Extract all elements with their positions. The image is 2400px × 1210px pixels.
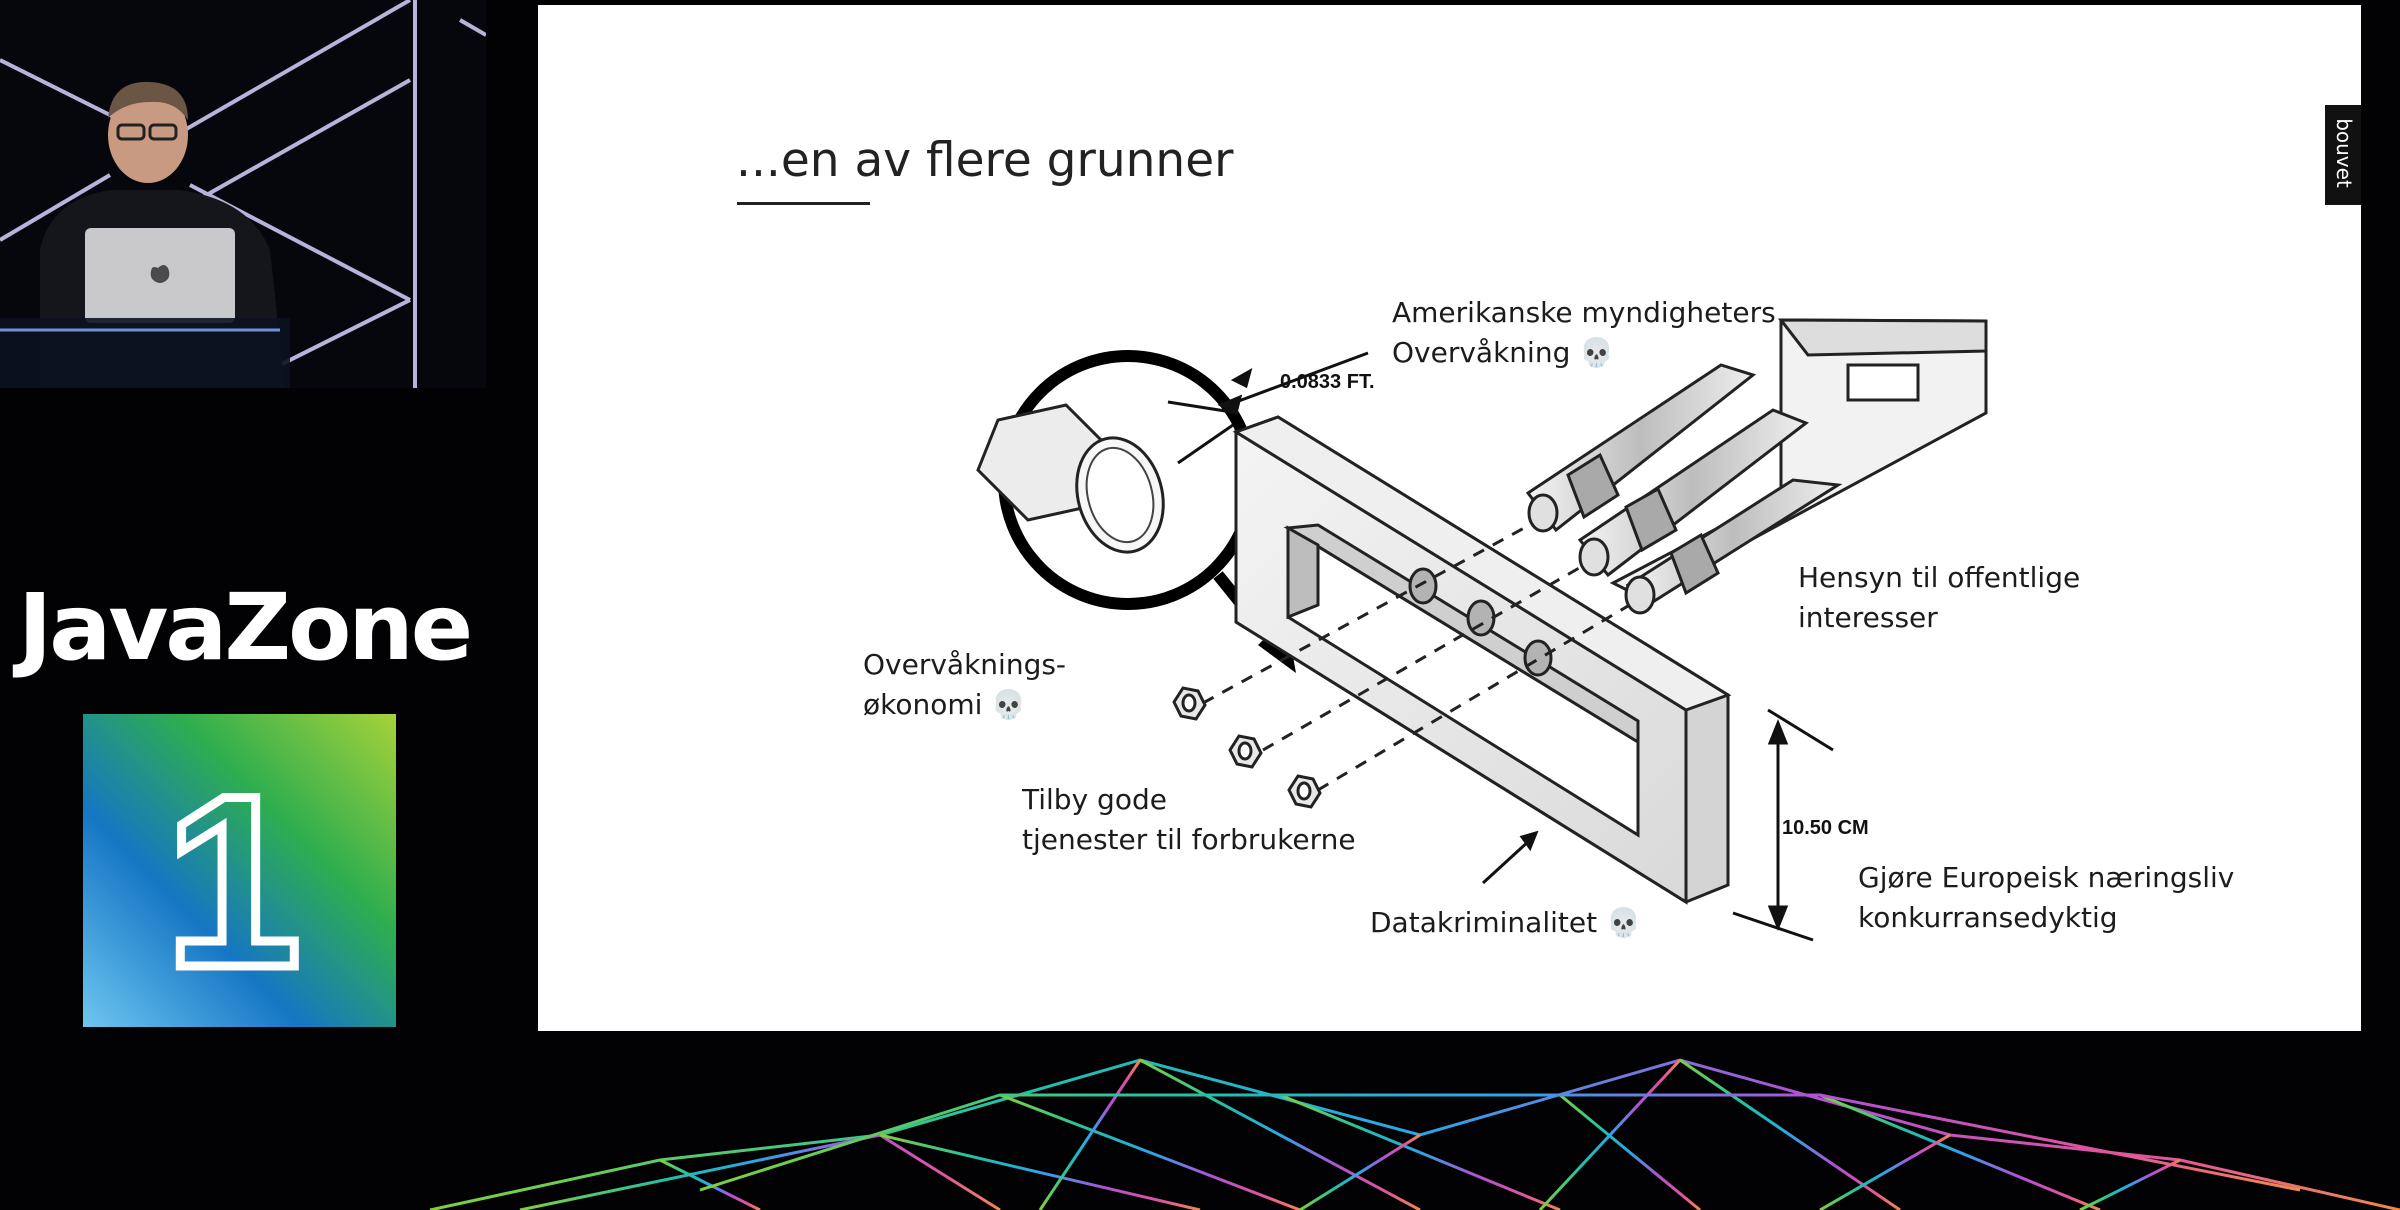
technical-drawing (976, 318, 1988, 942)
label-surveillance-economy-line1: Overvåknings- (863, 648, 1067, 681)
label-text: økonomi (863, 688, 983, 721)
logo-number: 1 (165, 744, 301, 1018)
label-competitiveness-line2: konkurransedyktig (1858, 901, 2118, 934)
label-competitiveness-line1: Gjøre Europeisk næringsliv (1858, 861, 2235, 894)
label-us-surveillance-line2: Overvåkning 💀 (1392, 333, 1776, 373)
speaker-video-scene (0, 0, 486, 388)
label-competitiveness: Gjøre Europeisk næringsliv konkurransedy… (1858, 858, 2234, 938)
skull-icon: 💀 (1605, 906, 1641, 939)
label-surveillance-economy-line2: økonomi 💀 (863, 685, 1066, 725)
skull-icon: 💀 (1579, 336, 1615, 369)
label-surveillance-economy: Overvåknings- økonomi 💀 (863, 645, 1066, 725)
thickness-dimension: 0.0833 FT. (1280, 371, 1375, 393)
stage-light-lines (0, 0, 486, 388)
skull-icon: 💀 (991, 688, 1027, 721)
slide-title: ...en av flere grunner (736, 133, 1234, 188)
label-public-interest-line1: Hensyn til offentlige (1798, 561, 2081, 594)
label-text: Datakriminalitet (1370, 906, 1598, 939)
impossible-frame (1232, 415, 1732, 905)
laptop (85, 228, 235, 323)
dashed-guides (1202, 513, 1639, 792)
event-brand-name: JavaZone (18, 574, 473, 681)
height-dimension: 10.50 CM (1782, 817, 1869, 839)
label-public-interest: Hensyn til offentlige interesser (1798, 558, 2080, 638)
presentation-slide: ...en av flere grunner bouvet (538, 5, 2361, 1031)
label-good-services-line1: Tilby gode (1022, 783, 1167, 816)
magnifier-icon (976, 350, 1296, 673)
label-public-interest-line2: interesser (1798, 601, 1938, 634)
frame-holes (1408, 567, 1553, 677)
label-us-surveillance-line1: Amerikanske myndigheters (1392, 296, 1776, 329)
apple-logo-icon (150, 265, 170, 283)
label-good-services-line2: tjenester til forbrukerne (1022, 823, 1356, 856)
label-us-surveillance: Amerikanske myndigheters Overvåkning 💀 (1392, 293, 1776, 373)
u-shaped-rod (1525, 318, 1988, 615)
speaker-video (0, 0, 486, 388)
label-good-services: Tilby gode tjenester til forbrukerne (1022, 780, 1356, 860)
event-logo: 1 (83, 714, 396, 1027)
stage-floor-graphic (429, 1058, 2400, 1210)
bouvet-side-tab (2325, 105, 2361, 205)
dimension-arrows (1167, 351, 1834, 942)
label-cybercrime: Datakriminalitet 💀 (1370, 903, 1641, 943)
small-nuts (1172, 686, 1322, 809)
label-text: Overvåkning (1392, 336, 1571, 369)
title-underline (737, 202, 870, 205)
